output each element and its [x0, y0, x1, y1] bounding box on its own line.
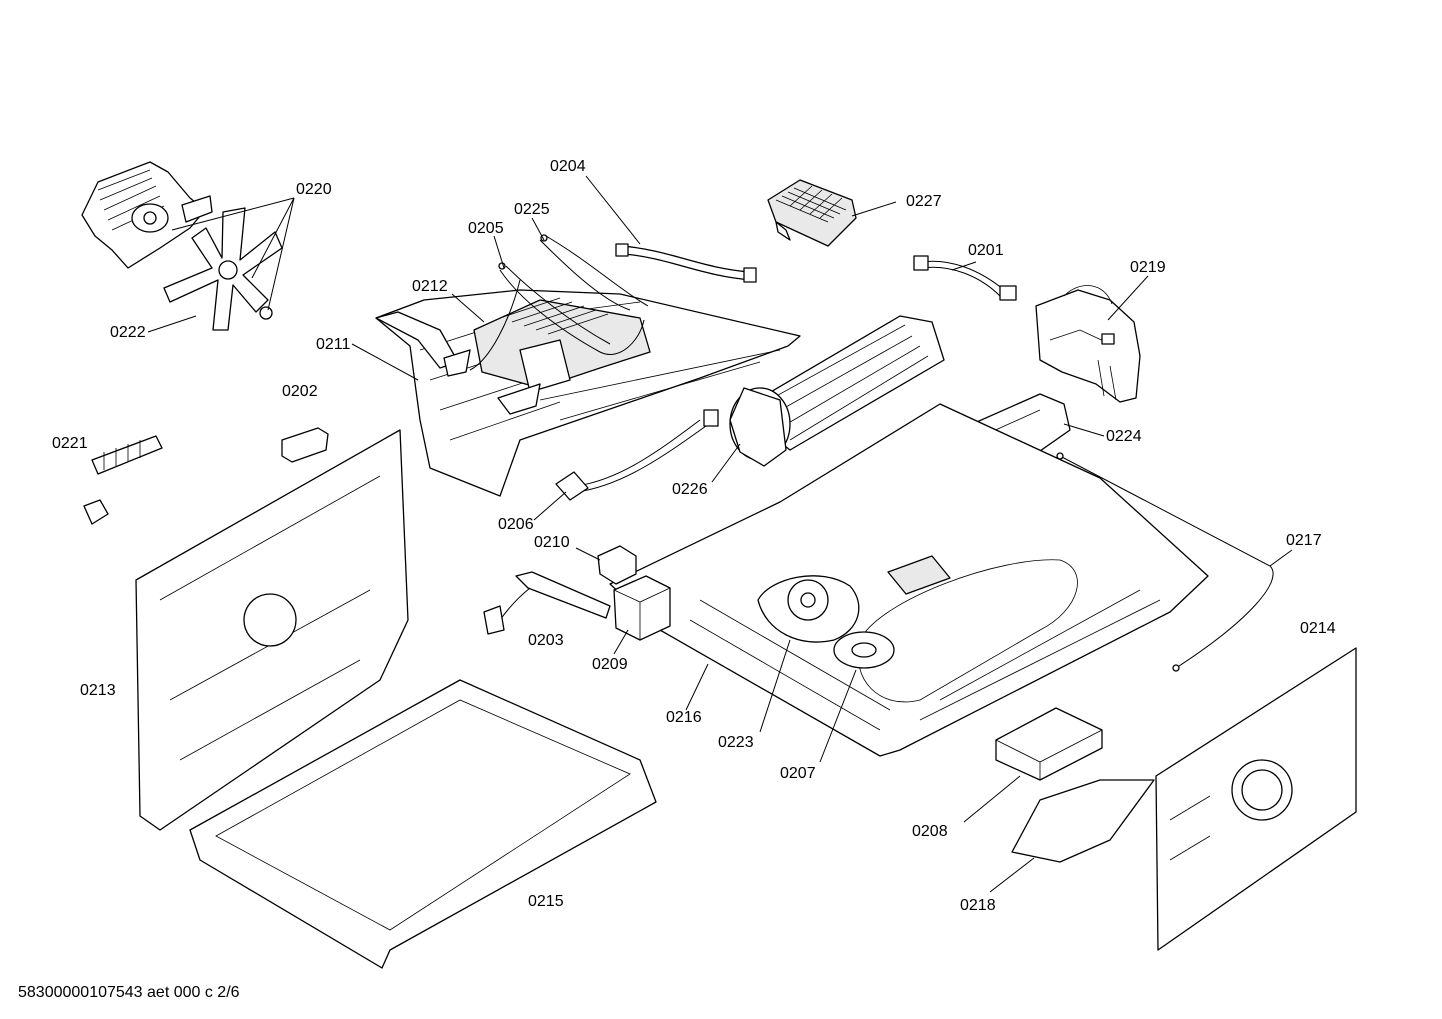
- label-0209: 0209: [592, 656, 628, 673]
- part-0226-tangential-fan: [703, 315, 945, 467]
- part-0204-ribbon-cable: [615, 243, 757, 283]
- part-0216-cavity-plate: [609, 403, 1209, 757]
- label-0204: 0204: [550, 158, 586, 175]
- label-0205: 0205: [468, 220, 504, 237]
- label-0202: 0202: [282, 383, 318, 400]
- part-0205-wiring-harness: [469, 234, 649, 371]
- part-0217-rod: [1056, 452, 1274, 672]
- label-0218: 0218: [960, 897, 996, 914]
- part-0208-electronic-module: [995, 707, 1103, 781]
- part-0206-sensor: [555, 419, 707, 501]
- part-0218-shroud: [1011, 779, 1155, 863]
- label-0225: 0225: [514, 201, 550, 218]
- part-0219-bracket: [1035, 285, 1141, 403]
- label-0217: 0217: [1286, 532, 1322, 549]
- part-0221-knob-strip: [83, 435, 163, 525]
- label-0220: 0220: [296, 181, 332, 198]
- leader-lines: [147, 175, 1293, 893]
- label-0222: 0222: [110, 324, 146, 341]
- label-0215: 0215: [528, 893, 564, 910]
- part-0209-relay-block: [613, 575, 671, 641]
- label-0227: 0227: [906, 193, 942, 210]
- label-0219: 0219: [1130, 259, 1166, 276]
- part-0223-radial-fan: [757, 575, 860, 643]
- part-0220-fan-motor: [81, 161, 213, 269]
- part-0203-sensor-bar: [483, 571, 611, 635]
- part-0222-fan-blade: [163, 207, 283, 331]
- part-0202-switch: [281, 427, 329, 463]
- label-0208: 0208: [912, 823, 948, 840]
- label-0226: 0226: [672, 481, 708, 498]
- label-0207: 0207: [780, 765, 816, 782]
- label-0210: 0210: [534, 534, 570, 551]
- label-0206: 0206: [498, 516, 534, 533]
- label-0216: 0216: [666, 709, 702, 726]
- label-0221: 0221: [52, 435, 88, 452]
- label-0224: 0224: [1106, 428, 1142, 445]
- part-0212-control-module: [443, 297, 651, 415]
- label-0214: 0214: [1300, 620, 1336, 637]
- part-0213-rear-panel: [135, 429, 409, 831]
- part-0227-heat-sink: [767, 179, 857, 247]
- label-0203: 0203: [528, 632, 564, 649]
- label-0201: 0201: [968, 242, 1004, 259]
- part-0215-bottom-tray: [189, 679, 657, 969]
- part-0201-wire: [913, 255, 1017, 301]
- part-0210-terminal: [597, 545, 637, 585]
- part-0214-front-panel: [1155, 647, 1357, 951]
- label-0223: 0223: [718, 734, 754, 751]
- part-0207-round-fan: [833, 631, 895, 669]
- label-0213: 0213: [80, 682, 116, 699]
- document-reference: 58300000107543 aet 000 c 2/6: [18, 984, 240, 1001]
- label-0212: 0212: [412, 278, 448, 295]
- label-0211: 0211: [316, 336, 351, 353]
